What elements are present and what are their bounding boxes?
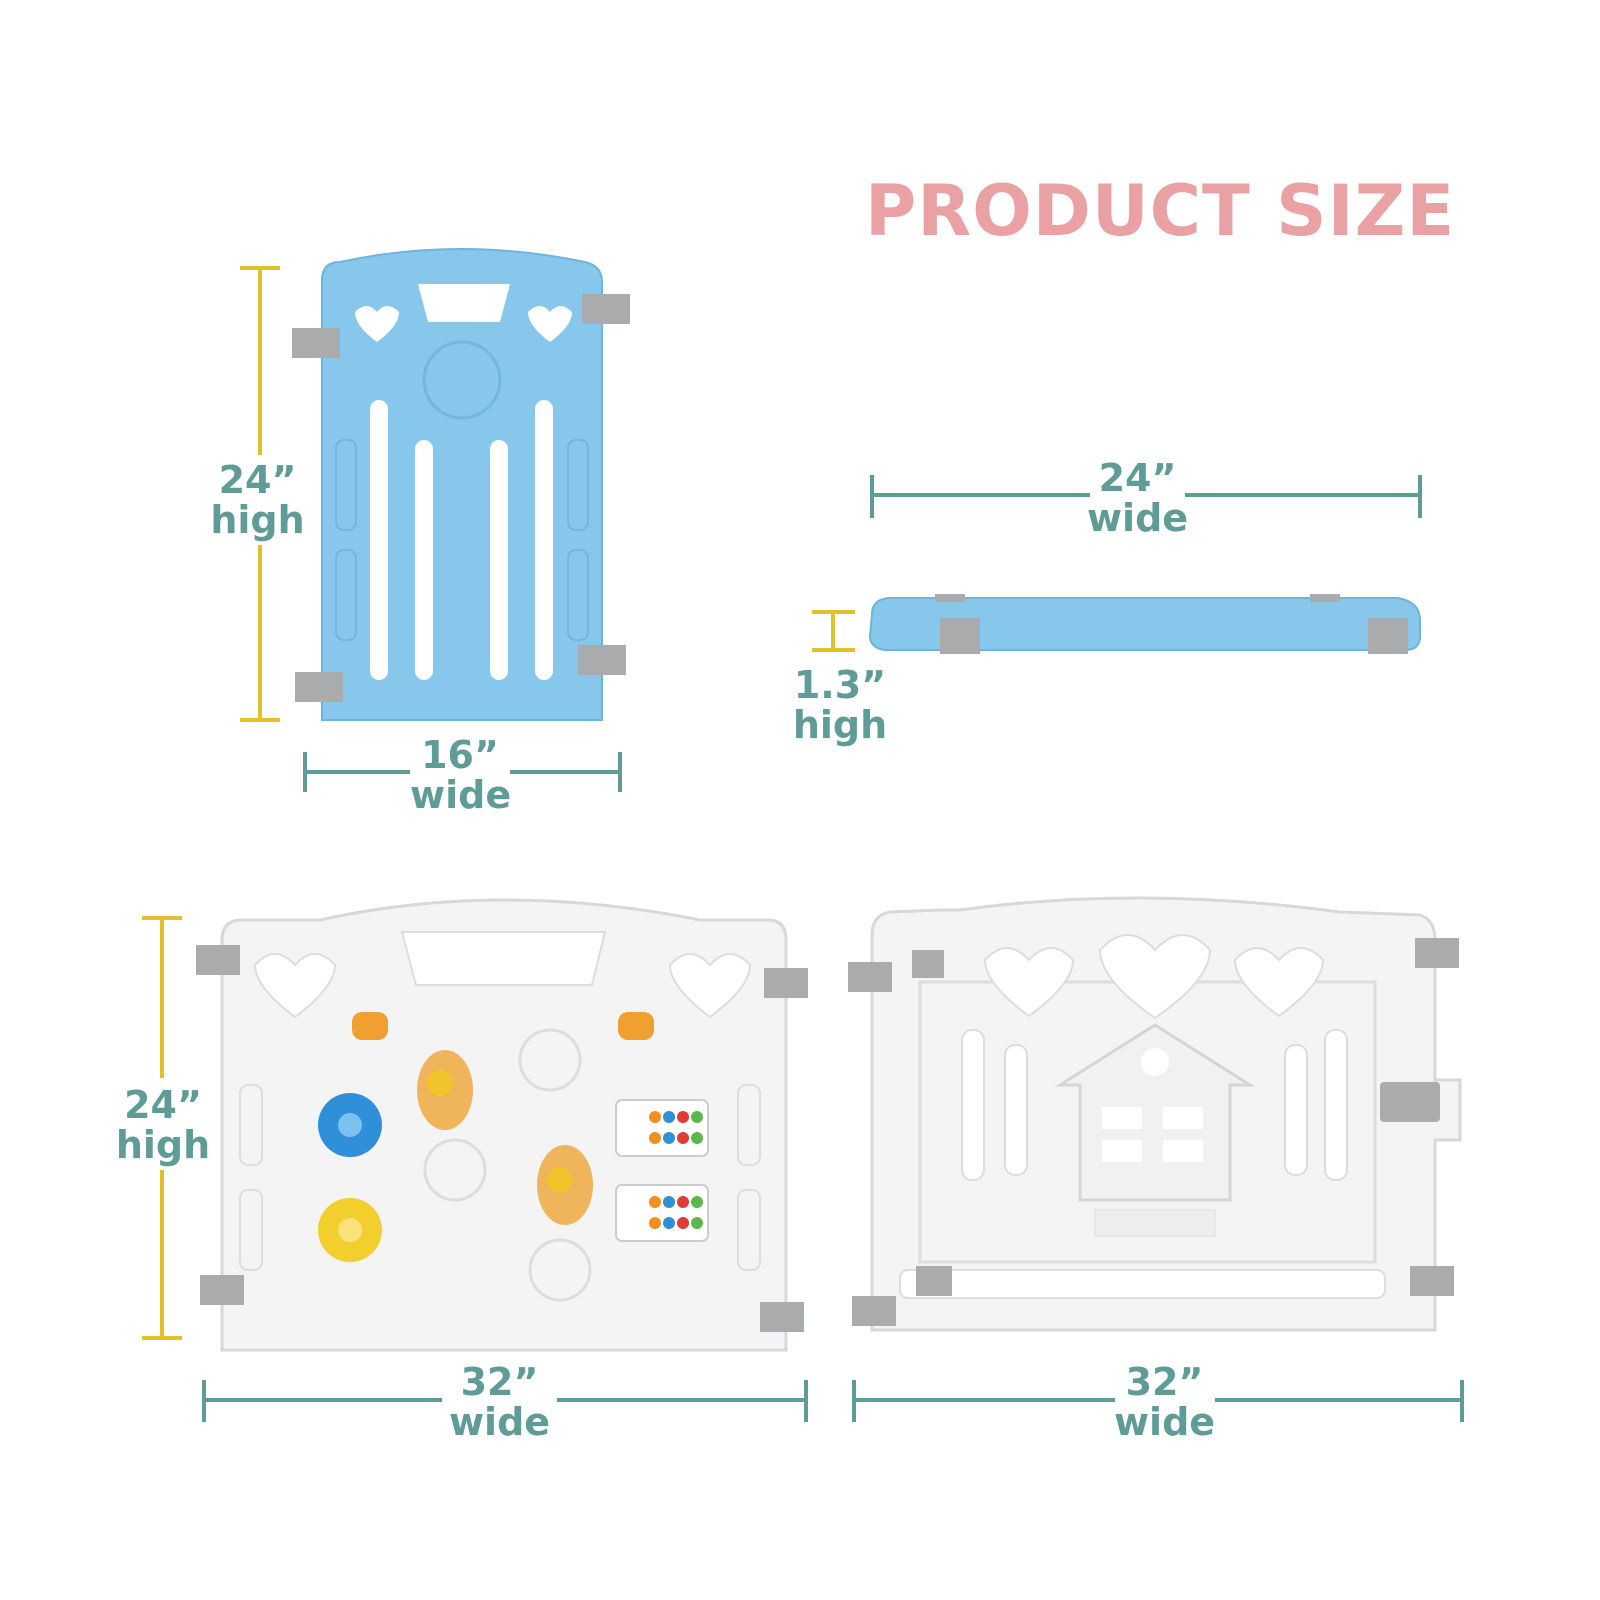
gate-panel — [848, 896, 1462, 1332]
gate-panel-width-unit: wide — [1113, 1400, 1216, 1444]
flat-blue-panel — [868, 594, 1421, 654]
flat-panel-width-line — [870, 475, 1422, 518]
flat-panel-width-label: 24” wide — [1085, 458, 1190, 538]
flat-panel-thickness-line — [812, 610, 855, 652]
small-panel-height-label: 24” high — [200, 460, 315, 540]
activity-panel-height-line — [142, 916, 182, 1340]
flat-panel-thickness-value: 1.3” — [793, 663, 887, 707]
latch-icon — [1380, 1082, 1440, 1122]
activity-panel-height-label: 24” high — [108, 1085, 218, 1165]
gate-panel-width-label: 32” wide — [1112, 1362, 1217, 1442]
heart-icon — [983, 934, 1325, 1020]
small-panel-height-unit: high — [210, 498, 305, 542]
activity-panel-width-value: 32” — [460, 1360, 539, 1404]
gear-icon — [318, 1093, 382, 1157]
gate-panel-width-value: 32” — [1125, 1360, 1204, 1404]
footprint-icon — [537, 1145, 593, 1225]
page-title: PRODUCT SIZE — [865, 170, 1456, 252]
abacus-icon — [615, 1184, 709, 1242]
small-panel-height-value: 24” — [218, 458, 297, 502]
footprint-icon — [417, 1050, 473, 1130]
gate-panel-width-line — [852, 1380, 1464, 1422]
flat-panel-width-unit: wide — [1086, 496, 1189, 540]
flat-panel-width-value: 24” — [1098, 456, 1177, 500]
activity-panel-width-label: 32” wide — [447, 1362, 552, 1442]
activity-panel — [196, 898, 808, 1352]
small-panel-width-line — [303, 752, 622, 792]
small-panel-height-line — [240, 266, 280, 722]
abacus-icon — [615, 1099, 709, 1157]
activity-panel-height-value: 24” — [124, 1083, 202, 1127]
small-panel-width-label: 16” wide — [410, 733, 512, 817]
activity-panel-width-line — [202, 1380, 808, 1422]
small-panel-width-value: 16” — [421, 733, 499, 777]
gear-icon — [318, 1198, 382, 1262]
small-blue-panel — [292, 248, 630, 721]
house-icon — [1054, 1023, 1256, 1202]
activity-panel-height-unit: high — [115, 1123, 211, 1167]
flat-panel-thickness-unit: high — [792, 703, 888, 747]
activity-panel-width-unit: wide — [448, 1400, 551, 1444]
flat-panel-thickness-label: 1.3” high — [790, 665, 890, 745]
small-panel-width-unit: wide — [410, 773, 512, 817]
